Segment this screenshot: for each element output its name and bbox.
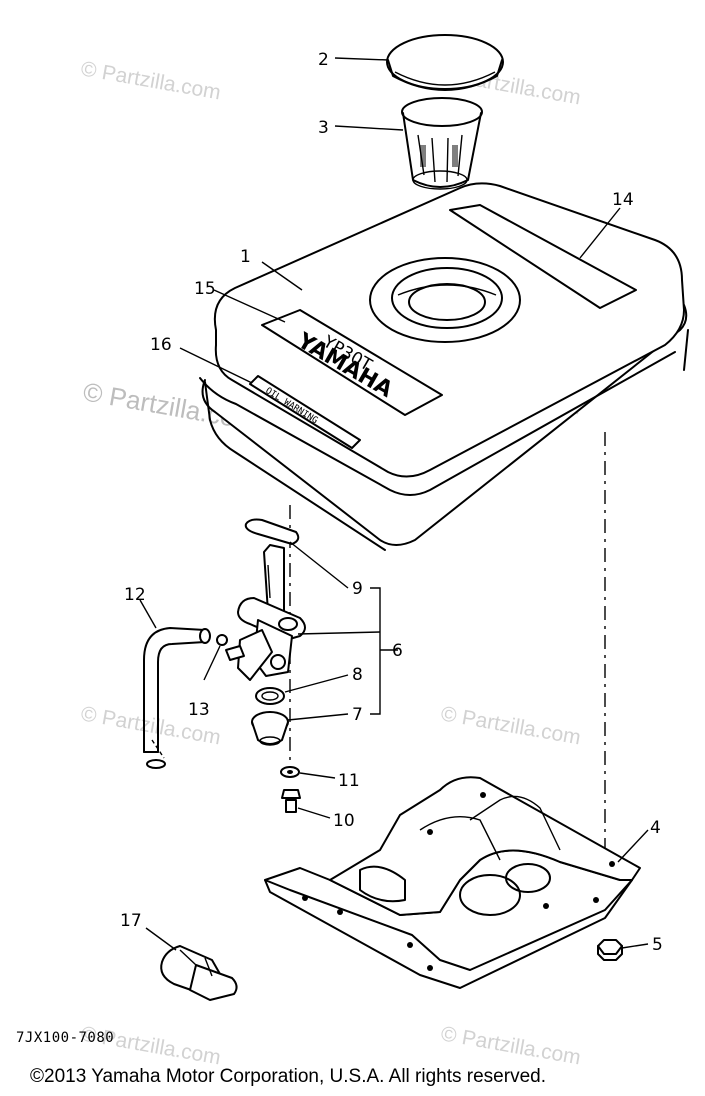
callout-11: 11 [338,771,360,791]
callout-4: 4 [650,818,661,838]
watermark: © Partzilla.com [79,57,222,104]
part-1-fuel-tank[interactable]: YP30T YAMAHA OIL WARNING [199,182,689,551]
part-12-fuel-hose[interactable] [143,627,211,753]
part-7-filter-cup[interactable] [251,711,289,746]
callout-15: 15 [194,279,216,299]
part-8-o-ring[interactable] [255,687,285,705]
callout-17: 17 [120,911,142,931]
callout-3: 3 [318,118,329,138]
callout-9: 9 [352,579,363,599]
callout-14: 14 [612,190,634,210]
callout-7: 7 [352,705,363,725]
part-9-gasket[interactable] [244,518,300,545]
callout-6: 6 [392,641,403,661]
part-10-bolt[interactable] [281,789,301,813]
diagram-code: 7JX100-7080 [16,1030,115,1046]
watermark: © Partzilla.com [439,702,582,749]
part-13-clip[interactable] [146,634,228,769]
callout-8: 8 [352,665,363,685]
copyright-notice: ©2013 Yamaha Motor Corporation, U.S.A. A… [30,1066,546,1087]
callout-numbers: 1 2 3 4 5 6 7 8 9 10 11 12 13 14 15 16 1… [120,50,663,955]
callout-12: 12 [124,585,146,605]
callout-5: 5 [652,935,663,955]
part-2-fuel-cap[interactable] [386,34,504,91]
part-6-fuel-cock[interactable] [225,544,306,681]
callout-10: 10 [333,811,355,831]
part-5-nut[interactable] [597,939,623,961]
part-17-joint[interactable] [160,945,238,1001]
part-11-washer[interactable] [280,766,300,778]
callout-13: 13 [188,700,210,720]
callout-16: 16 [150,335,172,355]
leader-lines [139,57,649,951]
watermark: © Partzilla.com [439,1022,582,1069]
part-3-strainer[interactable] [401,97,483,190]
callout-2: 2 [318,50,329,70]
callout-1: 1 [240,247,251,267]
part-4-bracket[interactable] [264,776,641,989]
